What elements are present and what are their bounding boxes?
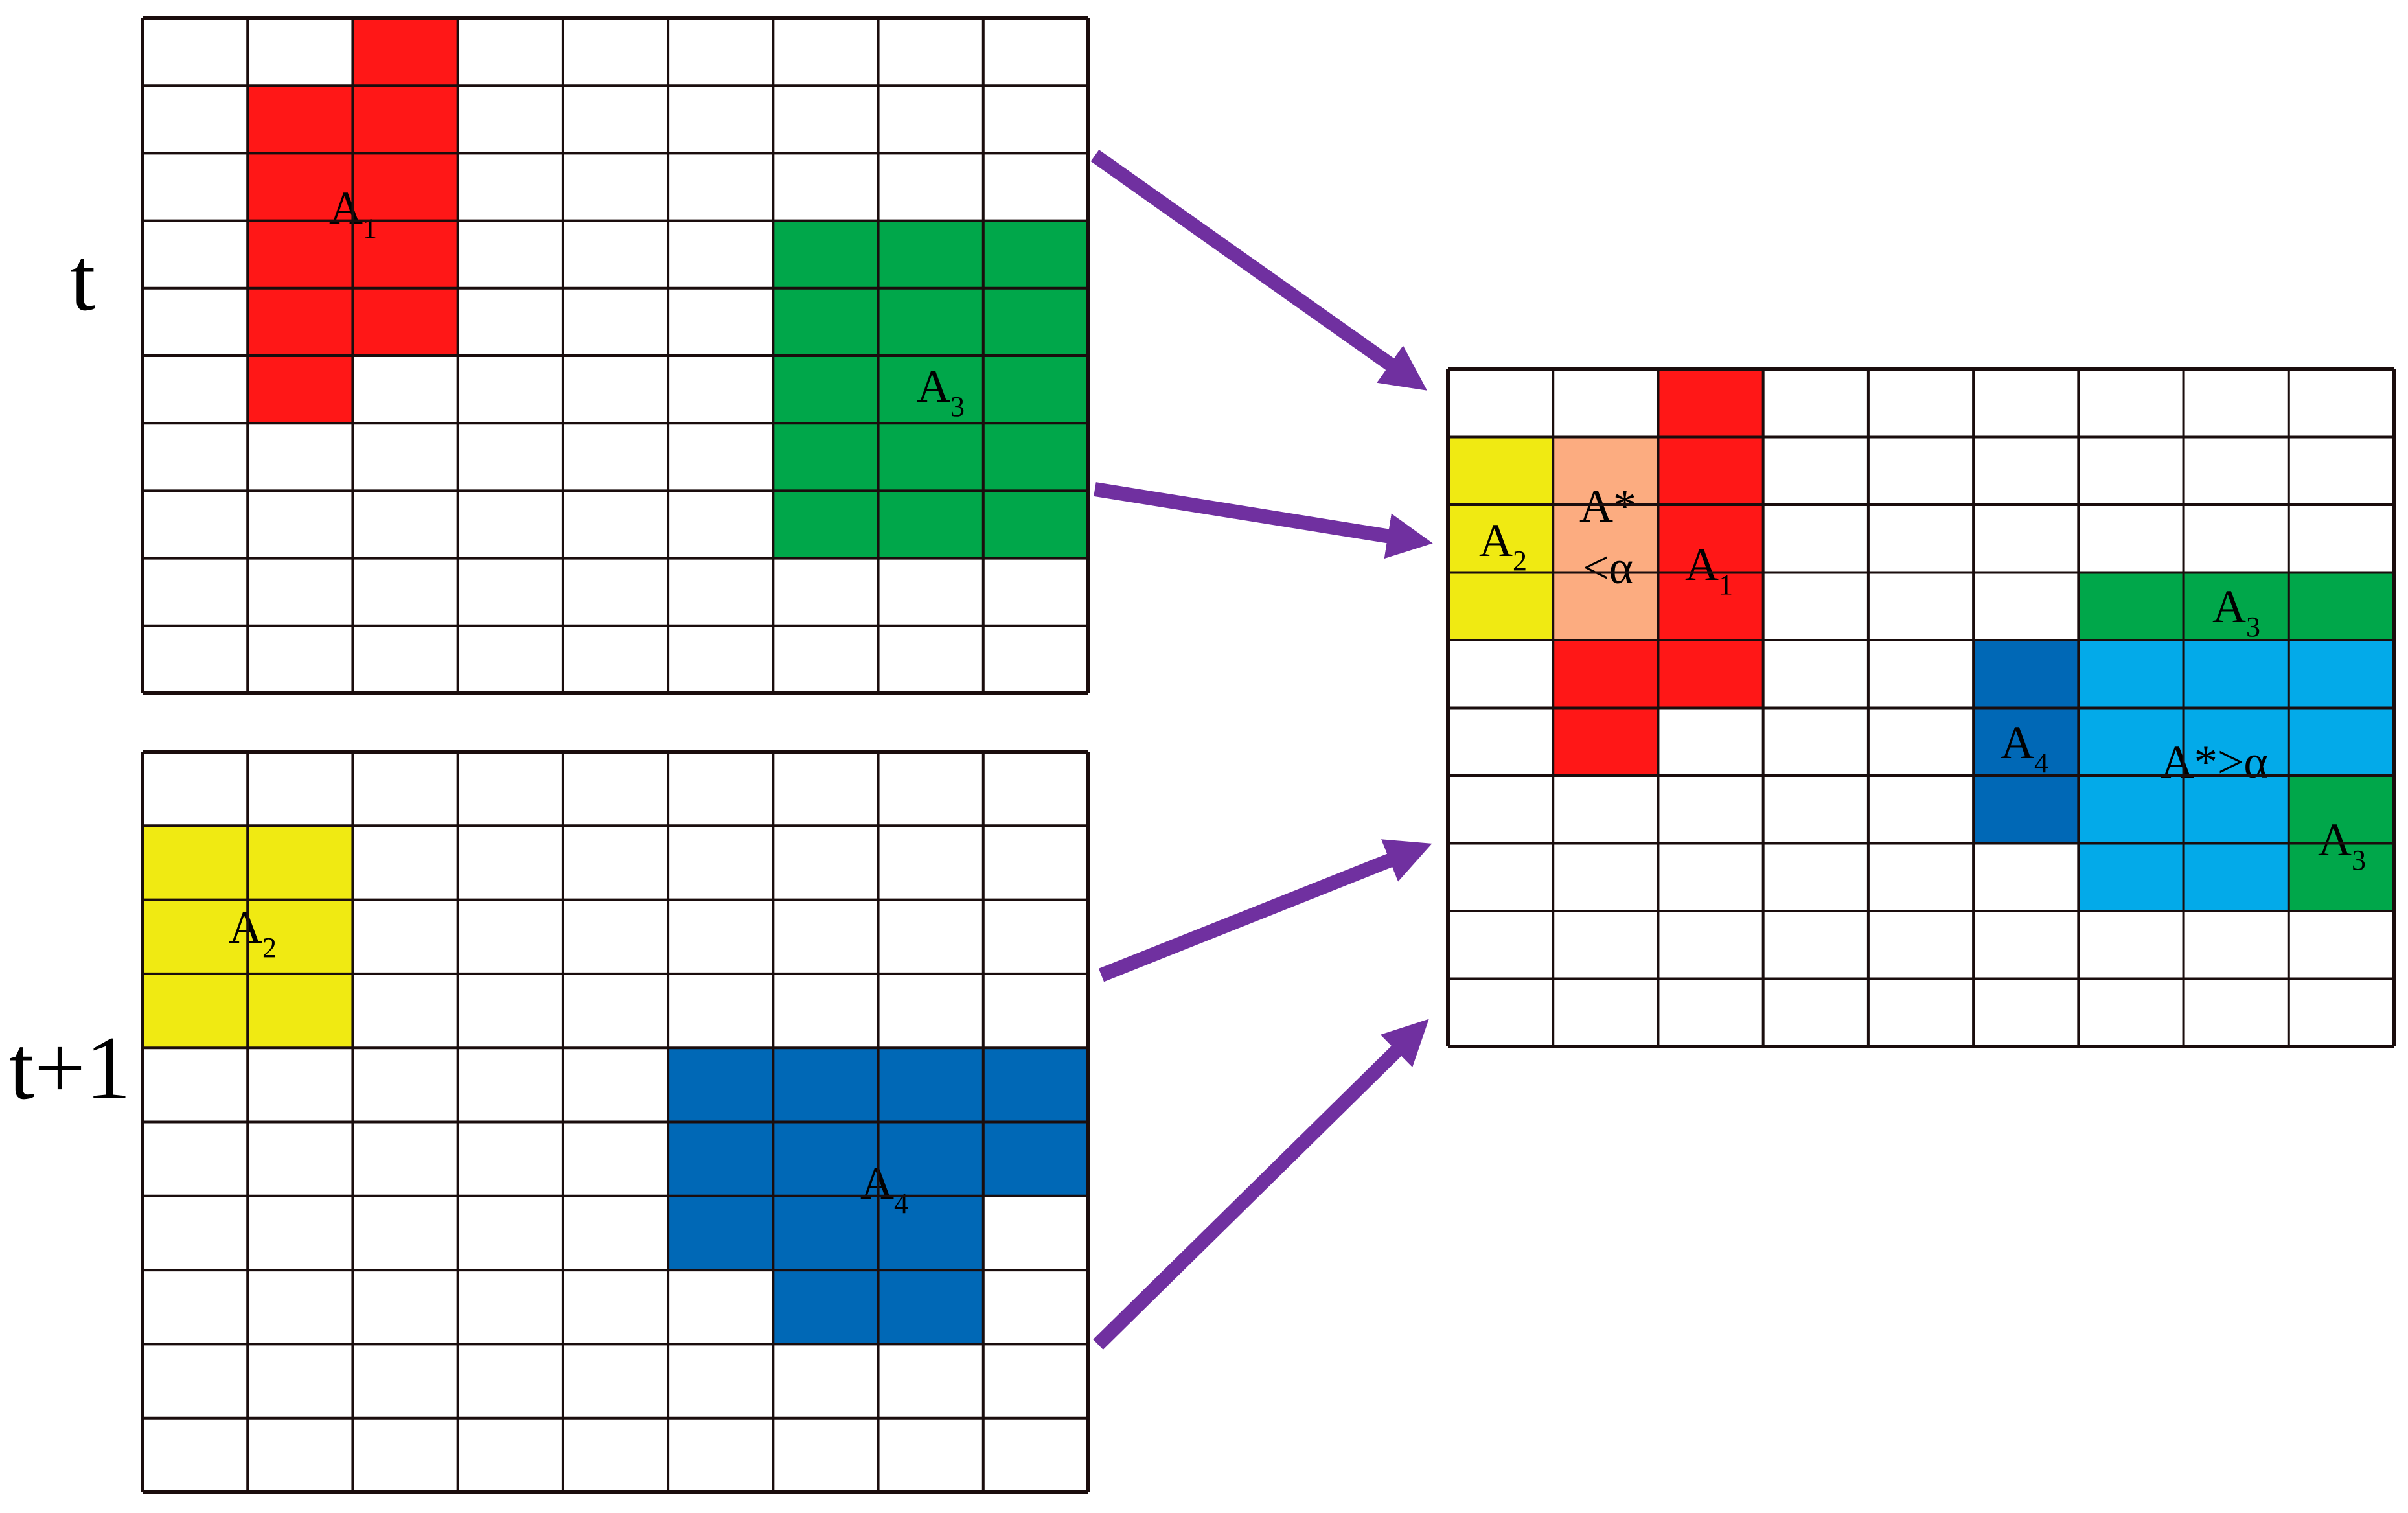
arrow-a4-to-result xyxy=(1093,1019,1429,1350)
grid-time-t: A1 A3 xyxy=(141,16,1090,695)
region-result-a4-label: A4 xyxy=(2001,717,2048,779)
grid-result: A2 A* <α A1 A3 A4 A*>α A3 xyxy=(1446,367,2396,1048)
region-result-a3-top: A3 xyxy=(2078,572,2394,643)
grid-lines-t xyxy=(141,16,1090,695)
region-result-a3-top-fill xyxy=(2078,572,2394,640)
arrow-a1-to-result xyxy=(1090,150,1427,391)
region-overlap-small: A* <α xyxy=(1553,437,1658,640)
region-result-a2-fill xyxy=(1448,437,1554,640)
region-result-a4: A4 xyxy=(1973,640,2079,844)
region-overlap-small-line2: <α xyxy=(1583,542,1633,594)
region-result-a1-label: A1 xyxy=(1685,538,1733,601)
region-a3-label: A3 xyxy=(917,360,965,422)
grid-lines-result xyxy=(1446,367,2396,1048)
region-result-a4-fill xyxy=(1973,640,2079,844)
region-overlap-small-fill xyxy=(1553,437,1658,640)
arrows xyxy=(1090,150,1433,1350)
grid-time-t-plus-1: A2 A4 xyxy=(141,750,1090,1494)
region-a3-fill xyxy=(773,220,1088,559)
region-a2-label: A2 xyxy=(229,901,277,964)
region-result-a2-label: A2 xyxy=(1479,514,1527,577)
arrow-a2-to-result xyxy=(1098,839,1432,982)
region-overlap-large-label: A*>α xyxy=(2161,736,2268,788)
time-label-t-plus-1: t+1 xyxy=(9,1018,131,1118)
region-result-a3-top-label: A3 xyxy=(2212,581,2260,643)
grid-lines-t-plus-1 xyxy=(141,750,1090,1494)
arrow-a3-to-result xyxy=(1094,482,1433,559)
region-a3: A3 xyxy=(773,220,1088,559)
region-result-a2: A2 xyxy=(1448,437,1554,640)
time-label-t: t xyxy=(71,229,96,330)
region-result-a3-bottom-label: A3 xyxy=(2318,814,2366,876)
